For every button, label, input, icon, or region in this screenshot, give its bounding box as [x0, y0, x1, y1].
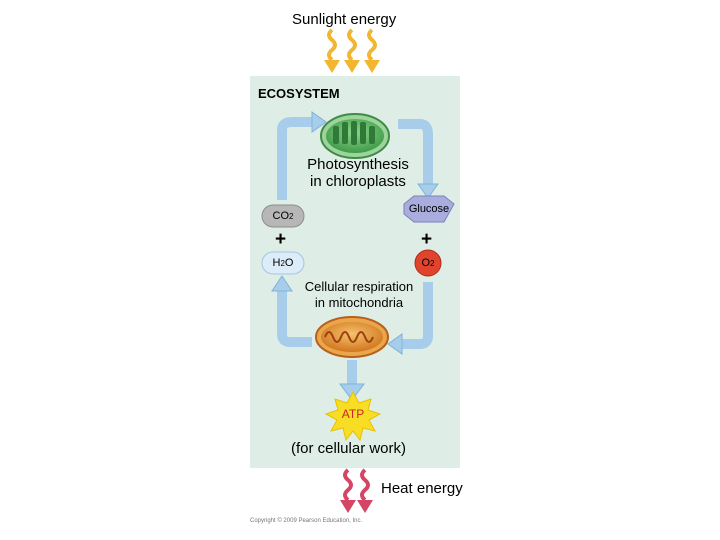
copyright-text: Copyright © 2009 Pearson Education, Inc.	[250, 518, 363, 524]
o2-main-text: O	[421, 257, 431, 269]
photosynthesis-label: Photosynthesis in chloroplasts	[288, 156, 428, 190]
atp-label: ATP	[341, 407, 365, 421]
co2-pill	[261, 204, 305, 228]
respiration-label: Cellular respiration in mitochondria	[283, 279, 435, 311]
co2-main-text: CO	[272, 210, 290, 222]
input-plus: +	[275, 229, 287, 250]
sunlight-energy-label: Sunlight energy	[292, 11, 397, 28]
output-plus: +	[421, 229, 433, 250]
cellular-work-label: (for cellular work)	[291, 440, 407, 457]
h2o-pill	[261, 251, 305, 275]
sunlight-arrows	[324, 28, 380, 73]
co2-subscript: 2	[289, 211, 294, 221]
arrow-to-glucose	[398, 119, 433, 185]
ecosystem-label: ECOSYSTEM	[258, 86, 340, 101]
glucose-label: Glucose	[408, 203, 450, 215]
respiration-line-1: Cellular respiration	[304, 279, 414, 294]
h2o-subscript: 2	[280, 258, 285, 268]
heat-energy-label: Heat energy	[381, 480, 463, 497]
h2o-rest-text: O	[284, 257, 294, 269]
atp-burst	[324, 390, 382, 442]
arrow-to-chloroplast	[277, 117, 312, 200]
chloroplast	[320, 113, 390, 159]
cycle-arrows	[277, 117, 433, 385]
arrow-to-water	[277, 290, 312, 347]
h2o-main-text: H	[272, 257, 281, 269]
photosynthesis-line-1: Photosynthesis	[307, 156, 409, 173]
o2-circle	[414, 249, 442, 277]
glucose-hexagon	[403, 195, 455, 223]
mitochondrion	[315, 316, 389, 358]
heat-arrows	[340, 468, 373, 513]
photosynthesis-line-2: in chloroplasts	[310, 173, 406, 190]
respiration-line-2: in mitochondria	[314, 295, 404, 310]
arrow-to-mitochondria	[400, 282, 433, 349]
o2-subscript: 2	[430, 258, 435, 268]
